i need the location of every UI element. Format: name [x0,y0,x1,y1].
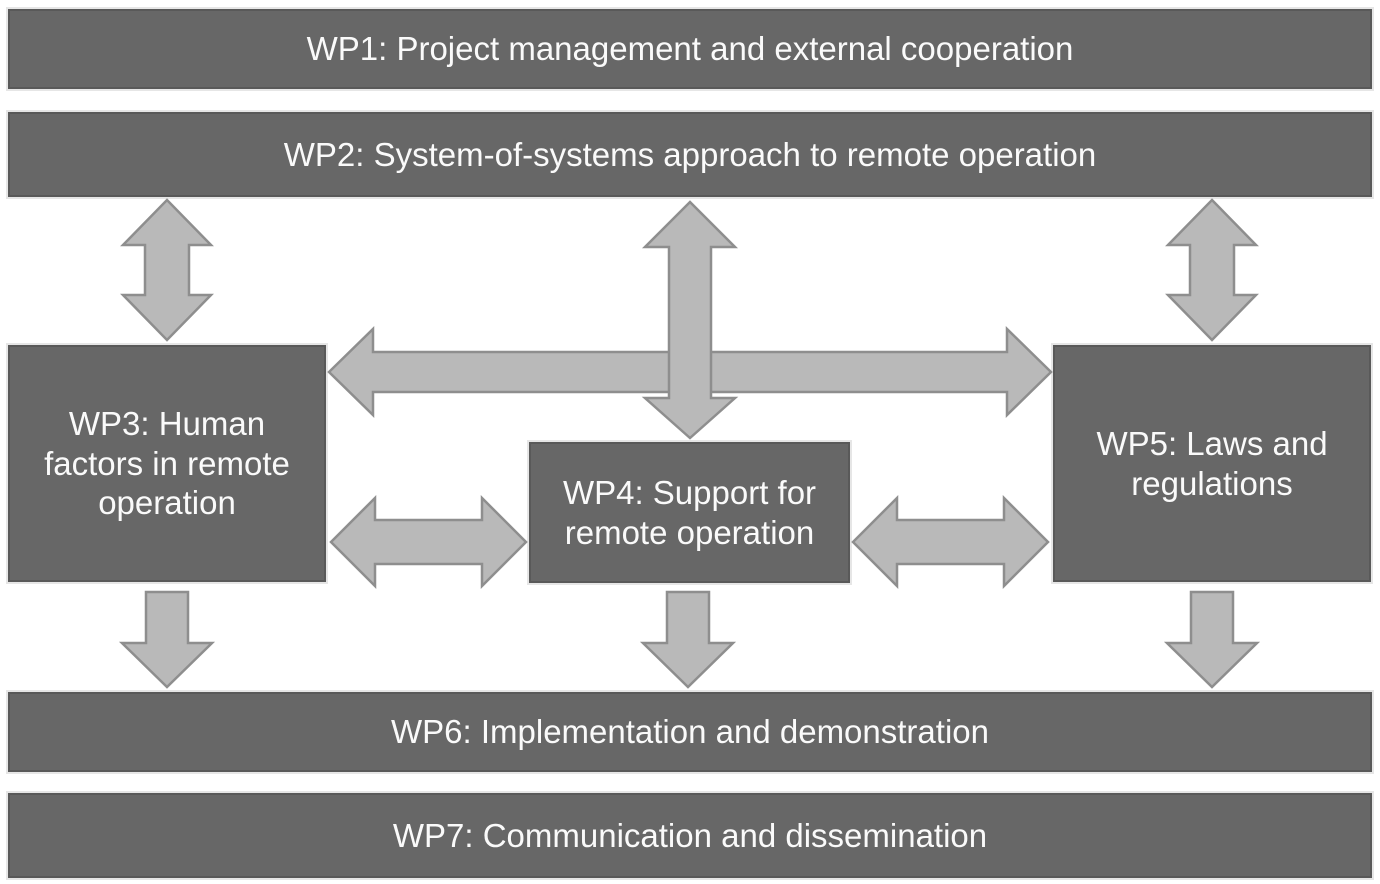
double-arrow-wp2-wp4-icon [641,200,739,440]
node-wp5: WP5: Laws and regulations [1053,345,1371,582]
node-wp3: WP3: Human factors in remote operation [8,345,326,582]
down-arrow-wp3-wp6-icon [118,590,216,689]
double-arrow-wp2-wp3-icon [120,198,214,342]
node-wp2: WP2: System-of-systems approach to remot… [8,112,1372,197]
double-arrow-wp2-wp5-icon [1165,198,1259,342]
double-arrow-wp3-wp4-icon [329,494,528,590]
node-wp1: WP1: Project management and external coo… [8,9,1372,89]
node-wp4: WP4: Support for remote operation [529,442,850,583]
double-arrow-wp4-wp5-icon [851,494,1050,590]
double-arrow-wp3-wp5-icon [327,326,1053,418]
node-wp6: WP6: Implementation and demonstration [8,692,1372,772]
down-arrow-wp4-wp6-icon [639,590,737,689]
node-wp7: WP7: Communication and dissemination [8,793,1372,878]
down-arrow-wp5-wp6-icon [1163,590,1261,689]
